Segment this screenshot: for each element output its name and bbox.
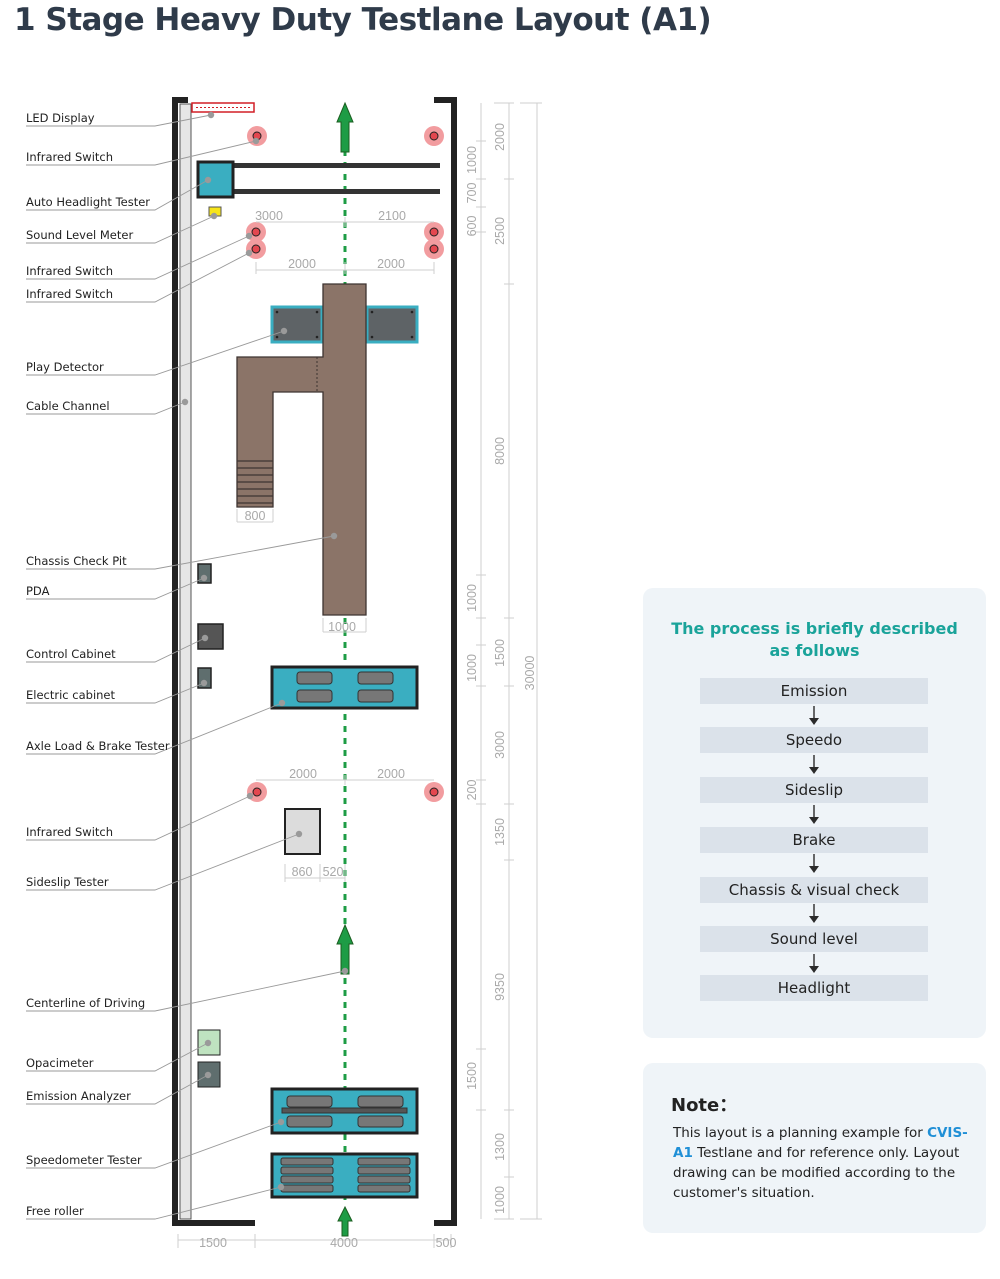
axle-load-brake-tester — [270, 665, 419, 710]
label-led-display: LED Display — [26, 111, 95, 125]
dimension-lines — [177, 102, 542, 1248]
dim-outer-1000: 1000 — [493, 1186, 507, 1214]
label-pda: PDA — [26, 584, 50, 598]
arrow-down-icon — [809, 706, 819, 725]
direction-arrow-top — [336, 101, 354, 153]
dim-2000-d: 2000 — [377, 767, 405, 781]
pit-stairs — [237, 460, 273, 504]
dim-3000-top: 3000 — [255, 209, 283, 223]
infrared-switches — [246, 126, 444, 802]
dim-inner-200: 200 — [465, 780, 479, 801]
arrow-down-icon — [809, 854, 819, 873]
dim-4000: 4000 — [330, 1236, 358, 1250]
label-infrared-switch-4: Infrared Switch — [26, 825, 113, 839]
dim-outer-2500: 2500 — [493, 217, 507, 245]
note-brand-link[interactable]: CVIS-A1 — [673, 1125, 968, 1161]
dim-outer-2000: 2000 — [493, 123, 507, 151]
process-step-chassis-visual-check: Chassis & visual check — [700, 877, 928, 903]
process-title: The process is briefly described as foll… — [643, 618, 986, 662]
dim-outer-3000: 3000 — [493, 731, 507, 759]
leader-lines — [26, 114, 346, 1220]
dim-800: 800 — [245, 509, 266, 523]
label-centerline-of-driving: Centerline of Driving — [26, 996, 145, 1010]
label-emission-analyzer: Emission Analyzer — [26, 1089, 131, 1103]
chassis-check-pit — [236, 283, 367, 616]
note-text-after: Testlane and for reference only. Layout … — [673, 1145, 960, 1201]
dim-inner-700: 700 — [465, 183, 479, 204]
dim-2000-a: 2000 — [288, 257, 316, 271]
play-detector-plate-left — [270, 305, 324, 344]
direction-arrow-entry — [337, 1205, 353, 1237]
process-panel: The process is briefly described as foll… — [643, 588, 986, 1038]
cable-channel — [179, 103, 192, 1220]
note-text: This layout is a planning example for CV… — [673, 1123, 973, 1203]
arrow-down-icon — [809, 805, 819, 824]
label-sound-level-meter: Sound Level Meter — [26, 228, 133, 242]
label-auto-headlight-tester: Auto Headlight Tester — [26, 195, 150, 209]
label-opacimeter: Opacimeter — [26, 1056, 94, 1070]
arrow-down-icon — [809, 954, 819, 973]
dim-860: 860 — [292, 865, 313, 879]
label-play-detector: Play Detector — [26, 360, 104, 374]
arrow-down-icon — [809, 904, 819, 923]
process-step-emission: Emission — [700, 678, 928, 704]
label-control-cabinet: Control Cabinet — [26, 647, 116, 661]
play-detector-plate-right — [365, 305, 419, 344]
process-step-headlight: Headlight — [700, 975, 928, 1001]
dim-1500-bottom: 1500 — [199, 1236, 227, 1250]
process-step-speedo: Speedo — [700, 727, 928, 753]
dim-outer-8000: 8000 — [493, 437, 507, 465]
dim-inner-1000-c: 1000 — [465, 654, 479, 682]
dim-520: 520 — [323, 865, 344, 879]
dim-2100: 2100 — [378, 209, 406, 223]
dim-500: 500 — [436, 1236, 457, 1250]
arrow-down-icon — [809, 755, 819, 774]
dim-outer-1300: 1300 — [493, 1133, 507, 1161]
control-cabinet — [197, 623, 224, 650]
label-speedometer-tester: Speedometer Tester — [26, 1153, 142, 1167]
led-display — [191, 102, 255, 113]
label-electric-cabinet: Electric cabinet — [26, 688, 115, 702]
dim-total-30000: 30000 — [523, 656, 537, 691]
dim-2000-b: 2000 — [377, 257, 405, 271]
process-step-brake: Brake — [700, 827, 928, 853]
process-title-line2: as follows — [769, 641, 860, 660]
label-sideslip-tester: Sideslip Tester — [26, 875, 109, 889]
dim-outer-1500: 1500 — [493, 639, 507, 667]
process-step-sideslip: Sideslip — [700, 777, 928, 803]
auto-headlight-tester — [196, 160, 235, 199]
process-step-sound-level: Sound level — [700, 926, 928, 952]
dim-inner-1500: 1500 — [465, 1062, 479, 1090]
label-axle-load-brake-tester: Axle Load & Brake Tester — [26, 739, 170, 753]
note-title: Note： — [671, 1095, 738, 1116]
label-free-roller: Free roller — [26, 1204, 84, 1218]
dim-inner-600: 600 — [465, 216, 479, 237]
right-wall — [434, 97, 457, 1226]
sideslip-tester — [284, 808, 321, 855]
dim-inner-1000-b: 1000 — [465, 584, 479, 612]
label-infrared-switch-2: Infrared Switch — [26, 264, 113, 278]
dim-outer-1350: 1350 — [493, 818, 507, 846]
process-title-line1: The process is briefly described — [671, 619, 958, 638]
label-infrared-switch-3: Infrared Switch — [26, 287, 113, 301]
dim-outer-9350: 9350 — [493, 973, 507, 1001]
note-panel: Note： This layout is a planning example … — [643, 1063, 986, 1233]
dim-inner-1000-a: 1000 — [465, 146, 479, 174]
label-cable-channel: Cable Channel — [26, 399, 110, 413]
direction-arrow-middle — [336, 923, 354, 975]
dim-2000-c: 2000 — [289, 767, 317, 781]
note-text-before: This layout is a planning example for — [673, 1125, 928, 1141]
page-title: 1 Stage Heavy Duty Testlane Layout (A1) — [14, 2, 712, 38]
label-infrared-switch-1: Infrared Switch — [26, 150, 113, 164]
dim-1000-pit: 1000 — [328, 620, 356, 634]
label-chassis-check-pit: Chassis Check Pit — [26, 554, 127, 568]
